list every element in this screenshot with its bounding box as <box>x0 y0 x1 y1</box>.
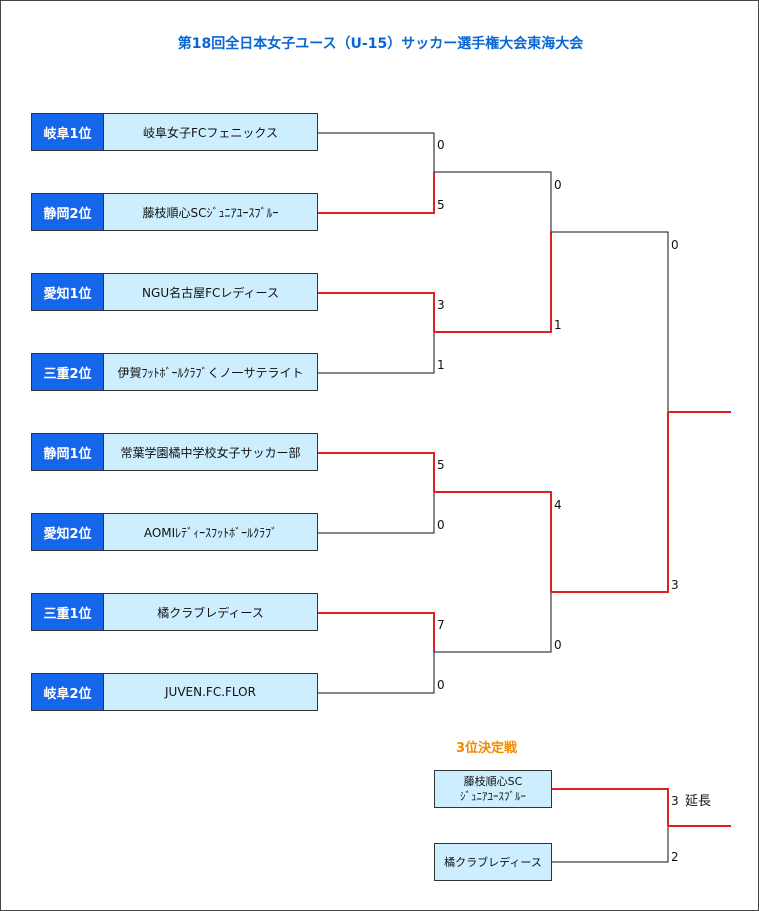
seed-label: 岐阜1位 <box>31 113 104 151</box>
score-r1-2: 5 <box>437 198 445 212</box>
score-r2-1: 0 <box>554 178 562 192</box>
score-r1-8: 0 <box>437 678 445 692</box>
team-name: NGU名古屋FCレディース <box>104 273 318 311</box>
score-r1-3: 3 <box>437 298 445 312</box>
score-r1-5: 5 <box>437 458 445 472</box>
seed-label: 三重2位 <box>31 353 104 391</box>
score-third-1: 3 <box>671 794 679 808</box>
seed-label: 三重1位 <box>31 593 104 631</box>
team-name: JUVEN.FC.FLOR <box>104 673 318 711</box>
final-line-bottom <box>551 412 669 593</box>
team-name: 橘クラブレディース <box>104 593 318 631</box>
third-extra-time: 延長 <box>685 794 711 809</box>
third-place-team1-line1: 藤枝順心SC <box>463 775 523 788</box>
r1-m4-line-team7 <box>318 612 435 652</box>
score-r2-3: 4 <box>554 498 562 512</box>
score-r1-7: 7 <box>437 618 445 632</box>
r2-m1-line-top <box>434 171 552 232</box>
third-line-team2 <box>552 826 669 863</box>
team-name: 常葉学園橘中学校女子サッカー部 <box>104 433 318 471</box>
seed-label: 静岡1位 <box>31 433 104 471</box>
third-place-team1-line2: ｼﾞｭﾆｱﾕｰｽﾌﾞﾙｰ <box>460 790 526 803</box>
page-title: 第18回全日本女子ユース（U-15）サッカー選手権大会東海大会 <box>177 36 584 52</box>
r1-m3-line-team5 <box>318 452 435 492</box>
team-name: 伊賀ﾌｯﾄﾎﾞｰﾙｸﾗﾌﾞくノ一サテライト <box>104 353 318 391</box>
third-place-title: 3位決定戦 <box>456 741 518 756</box>
seed-label: 岐阜2位 <box>31 673 104 711</box>
score-final-2: 3 <box>671 578 679 592</box>
r1-m4-line-team8 <box>318 652 435 694</box>
r2-m2-line-bottom <box>434 592 552 653</box>
team-name: 岐阜女子FCフェニックス <box>104 113 318 151</box>
r1-m2-line-team3 <box>318 292 435 332</box>
third-place-team1: 藤枝順心SC ｼﾞｭﾆｱﾕｰｽﾌﾞﾙｰ <box>434 770 552 808</box>
r1-m2-line-team4 <box>318 332 435 374</box>
score-r1-6: 0 <box>437 518 445 532</box>
score-r1-1: 0 <box>437 138 445 152</box>
score-r2-2: 1 <box>554 318 562 332</box>
seed-label: 静岡2位 <box>31 193 104 231</box>
score-r2-4: 0 <box>554 638 562 652</box>
r2-m1-line-bottom <box>434 232 552 333</box>
score-final-1: 0 <box>671 238 679 252</box>
r2-m2-line-top <box>434 491 552 592</box>
seed-label: 愛知1位 <box>31 273 104 311</box>
r1-m1-line-team1 <box>318 132 435 172</box>
team-name: AOMIﾚﾃﾞｨｰｽﾌｯﾄﾎﾞｰﾙｸﾗﾌﾞ <box>104 513 318 551</box>
r1-m1-line-team2 <box>318 172 435 214</box>
team-name: 藤枝順心SCｼﾞｭﾆｱﾕｰｽﾌﾞﾙｰ <box>104 193 318 231</box>
final-line-top <box>551 231 669 412</box>
score-r1-4: 1 <box>437 358 445 372</box>
score-third-2: 2 <box>671 850 679 864</box>
third-line-team1 <box>552 788 669 826</box>
r1-m3-line-team6 <box>318 492 435 534</box>
third-place-team2: 橘クラブレディース <box>434 843 552 881</box>
seed-label: 愛知2位 <box>31 513 104 551</box>
